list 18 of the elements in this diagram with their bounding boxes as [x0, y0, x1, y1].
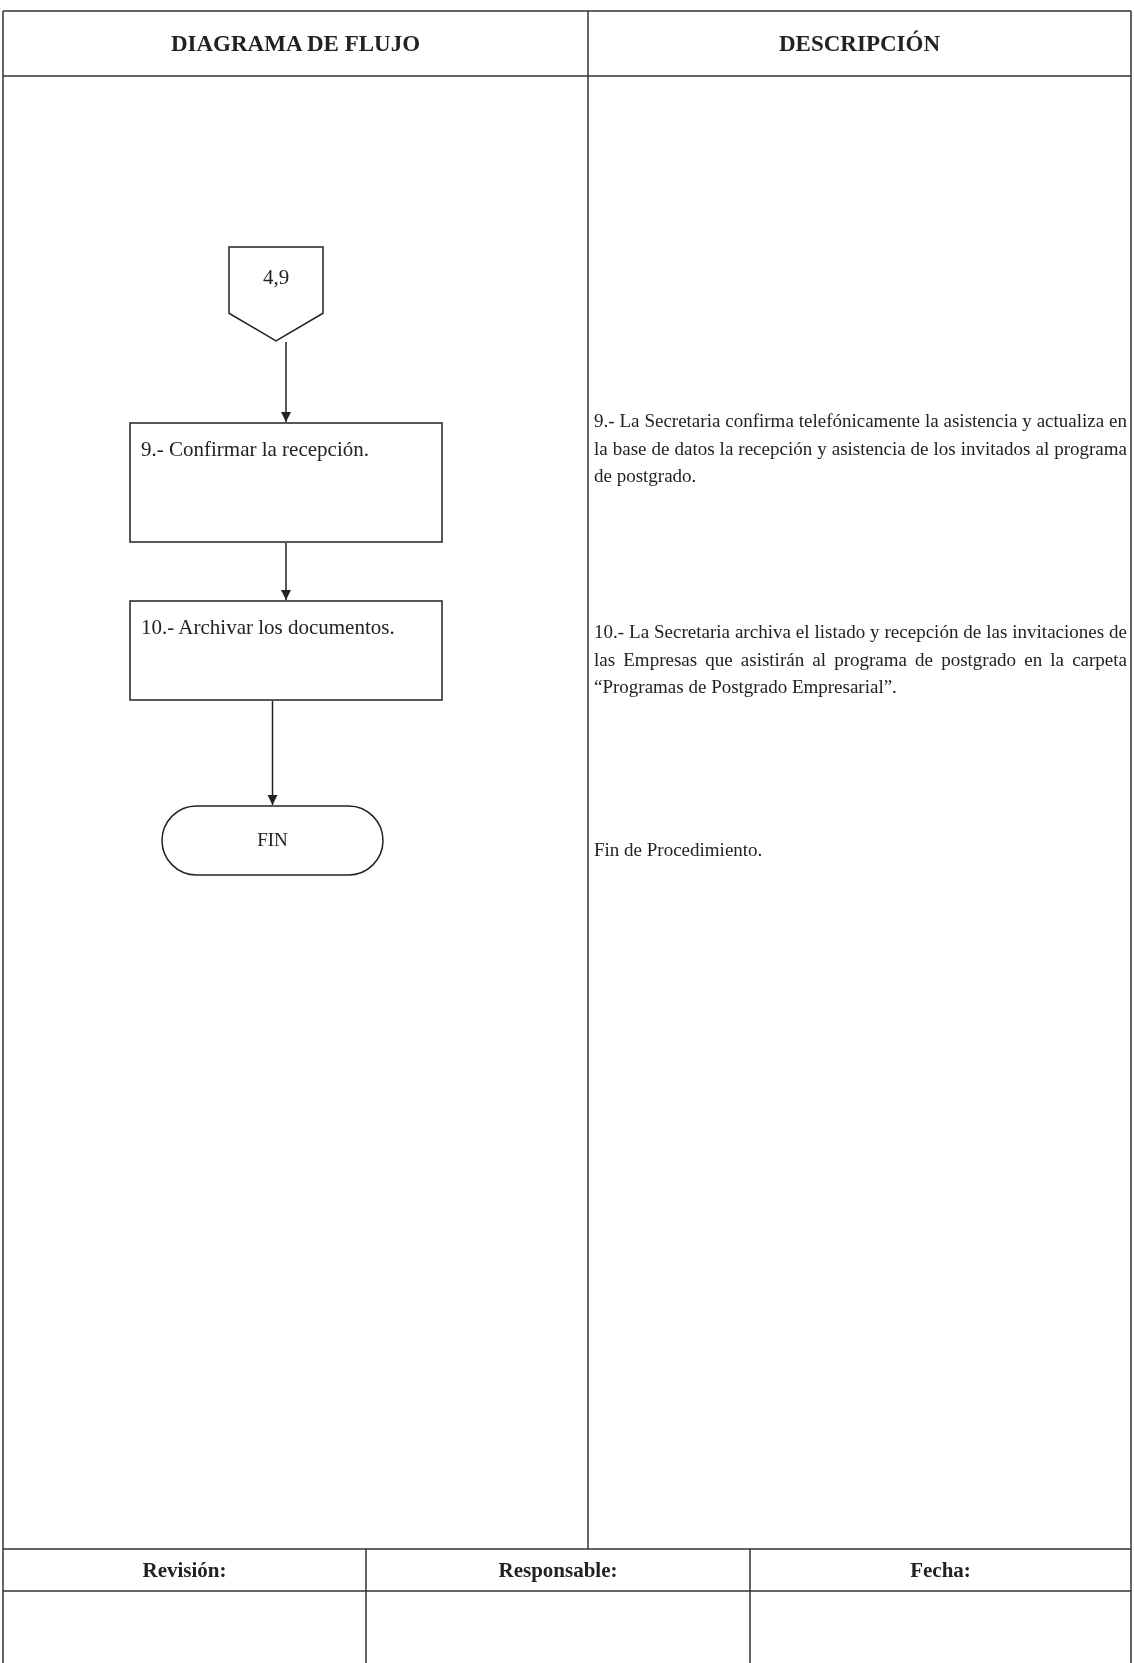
- arrow: [280, 341, 292, 423]
- description-text: 9.- La Secretaria confirma telefónicamente la asistencia y actualiza en la base de datos la recepción y asistencia de los invitados al programa de postgrado.: [594, 409, 1127, 489]
- arrow: [280, 542, 292, 601]
- description-text: 10.- La Secretaria archiva el listado y recepción de las invitaciones de las Empresas que asistirán al programa de postgrado en la carpeta “Programas de Postgrado Empresarial”.: [594, 620, 1127, 700]
- footer-field-label: Revisión:: [141, 1556, 228, 1584]
- node-text: 10.- Archivar los documentos.: [141, 614, 395, 641]
- process-box: [129, 422, 443, 543]
- arrow: [267, 700, 278, 806]
- column-header: DIAGRAMA DE FLUJO: [169, 29, 422, 58]
- node-text: 9.- Confirmar la recepción.: [141, 436, 369, 463]
- footer-field-label: Fecha:: [909, 1556, 972, 1584]
- column-header: DESCRIPCIÓN: [778, 29, 941, 58]
- node-text: 4,9: [262, 264, 290, 291]
- description-text: Fin de Procedimiento.: [594, 838, 764, 862]
- node-text: FIN: [257, 828, 288, 853]
- process-box: [129, 600, 443, 701]
- off-page-connector: [228, 246, 324, 342]
- footer-field-label: Responsable:: [497, 1556, 619, 1584]
